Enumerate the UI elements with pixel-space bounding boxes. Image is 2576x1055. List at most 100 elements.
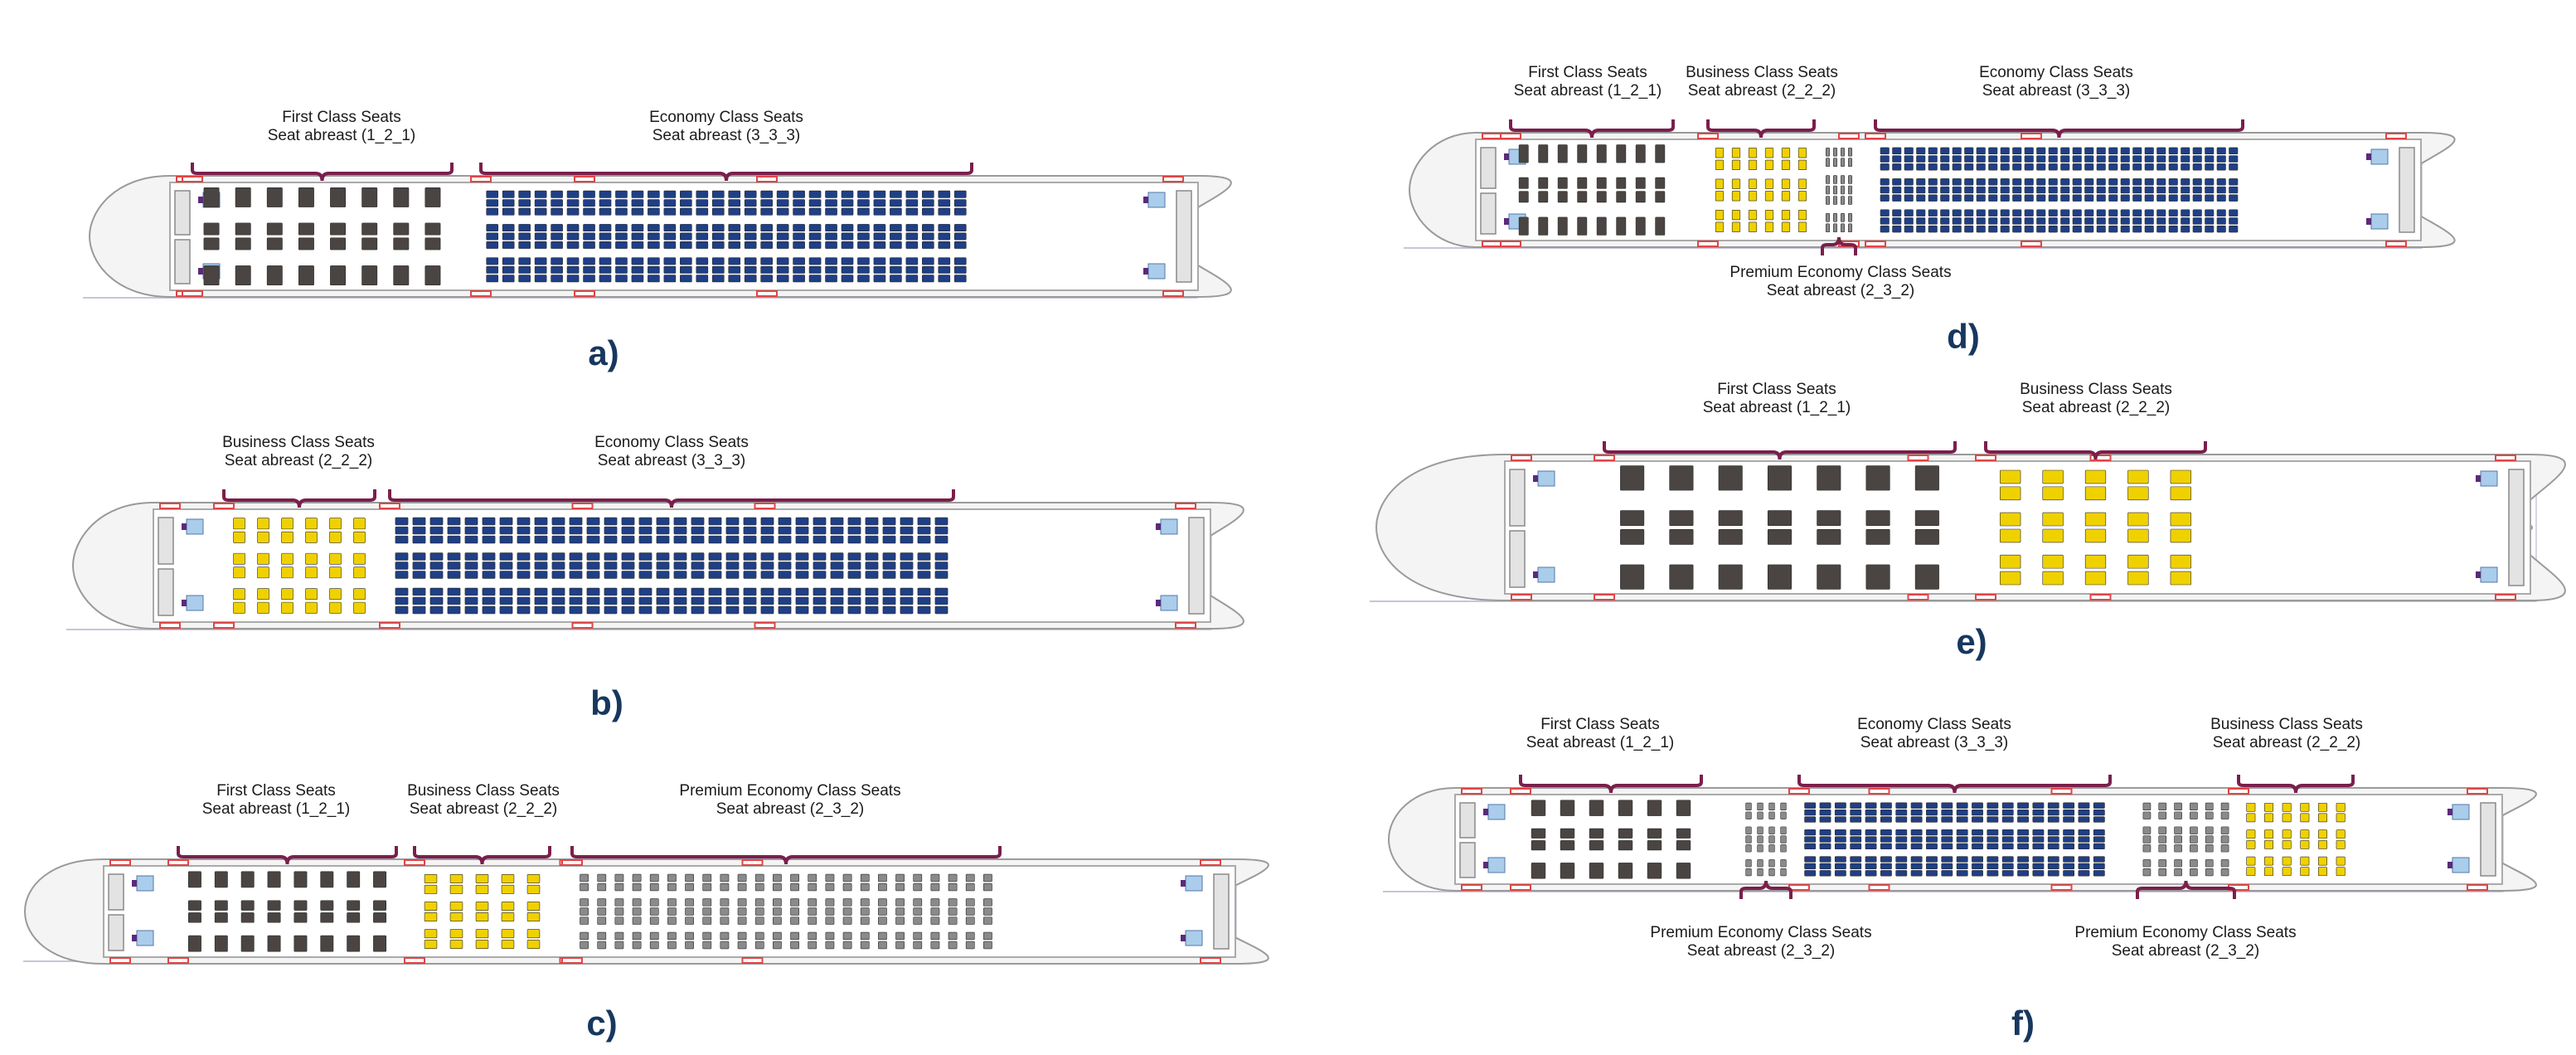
seat <box>1976 147 1986 155</box>
seat <box>2093 856 2105 863</box>
section-label: First Class Seats Seat abreast (1_2_1) <box>1702 381 1851 416</box>
seat <box>2229 225 2239 233</box>
seat <box>412 571 426 579</box>
seat <box>776 190 789 198</box>
seat <box>2036 147 2046 155</box>
lavatory <box>1487 804 1506 820</box>
seat <box>475 940 489 950</box>
seat <box>2318 802 2328 812</box>
seat <box>1972 829 1983 836</box>
seat <box>1819 843 1831 850</box>
door <box>1594 594 1615 600</box>
seat <box>353 588 366 600</box>
seat <box>825 898 835 907</box>
seat <box>586 587 600 596</box>
seat <box>551 207 563 216</box>
seat <box>2246 813 2256 823</box>
seat <box>1557 177 1568 189</box>
seat <box>728 265 741 274</box>
seat <box>2042 554 2064 569</box>
seat <box>1952 217 1962 225</box>
seat <box>1797 178 1807 189</box>
seat <box>551 535 565 544</box>
lavatory <box>1160 518 1178 535</box>
seat <box>2282 867 2292 877</box>
seat <box>773 907 782 916</box>
seat <box>808 224 822 232</box>
seat <box>1988 209 1998 216</box>
seat <box>841 232 854 241</box>
seat <box>1976 194 1986 202</box>
seat <box>1715 210 1725 221</box>
door <box>2495 455 2516 461</box>
seat <box>793 224 805 232</box>
lavatory <box>2480 470 2498 487</box>
seat <box>1880 802 1892 809</box>
door <box>2495 594 2516 600</box>
seat <box>638 517 652 526</box>
seat <box>2048 155 2058 163</box>
seat <box>1904 209 1914 216</box>
seat <box>534 526 548 535</box>
seat <box>551 265 563 274</box>
seat <box>1914 528 1939 545</box>
seat <box>725 587 740 596</box>
seat <box>632 907 642 916</box>
seat <box>2264 813 2274 823</box>
seat <box>830 562 844 570</box>
seat <box>2300 856 2310 866</box>
seat <box>708 596 722 605</box>
seat <box>632 931 642 941</box>
seat <box>673 605 687 615</box>
seat <box>2032 843 2045 850</box>
lavatory-marker <box>1533 571 1538 578</box>
seat <box>2229 194 2239 202</box>
lavatory <box>1537 566 1555 583</box>
seat <box>631 207 644 216</box>
seat <box>1910 856 1923 863</box>
seat <box>953 265 967 274</box>
seat <box>2093 870 2105 877</box>
seat <box>882 535 896 544</box>
seat <box>1817 564 1841 590</box>
seat <box>281 552 293 565</box>
seat <box>2229 163 2239 171</box>
seat <box>604 526 618 535</box>
seat <box>2078 816 2090 823</box>
seat <box>393 237 410 250</box>
seat <box>361 187 378 207</box>
seat <box>486 199 499 207</box>
seat <box>760 207 773 216</box>
seat <box>983 882 992 892</box>
seat <box>1841 147 1845 157</box>
seat <box>2017 809 2029 816</box>
seat <box>808 907 817 916</box>
seat <box>776 199 789 207</box>
seat <box>725 552 740 561</box>
seat <box>873 199 886 207</box>
seat <box>240 900 255 911</box>
seat <box>2000 186 2010 194</box>
seat <box>1850 863 1862 870</box>
seat <box>1895 836 1908 843</box>
seat <box>743 587 757 596</box>
seat <box>905 232 919 241</box>
seat <box>2060 209 2070 216</box>
door <box>1975 455 1996 461</box>
seat <box>1880 856 1892 863</box>
lavatory-marker <box>1181 935 1186 941</box>
seat <box>1596 191 1607 203</box>
seat <box>2096 155 2106 163</box>
seat <box>934 587 948 596</box>
galley <box>2480 802 2496 877</box>
seat <box>953 257 967 265</box>
seat <box>711 275 725 283</box>
seat <box>2168 163 2178 171</box>
seat <box>860 898 870 907</box>
seat <box>1941 836 1953 843</box>
seat <box>2318 813 2328 823</box>
seat <box>2047 816 2059 823</box>
seat <box>808 207 822 216</box>
seat <box>895 882 905 892</box>
seat <box>1964 186 1974 194</box>
